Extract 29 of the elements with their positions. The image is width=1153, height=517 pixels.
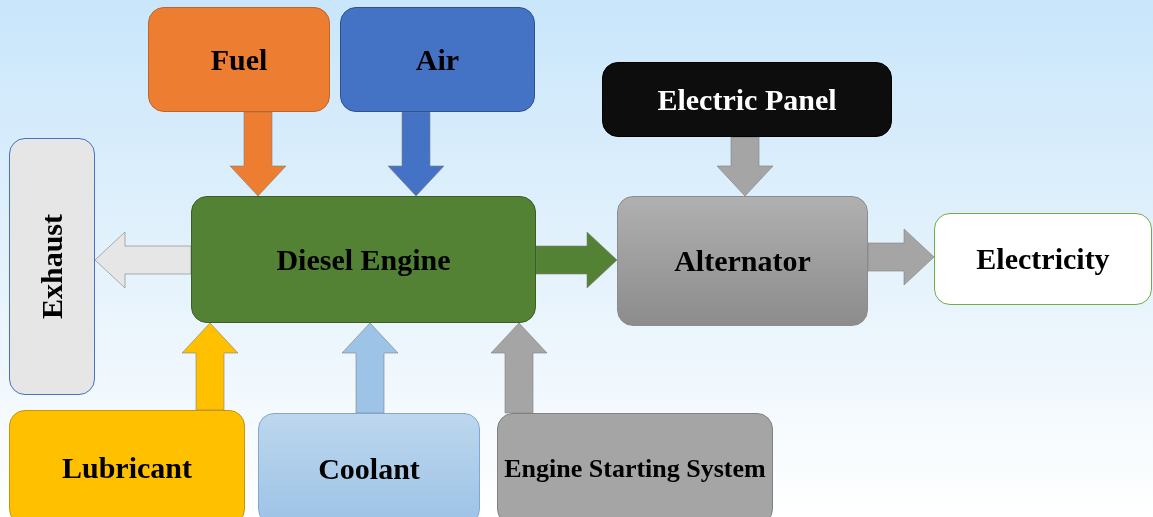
process-box: [148, 7, 330, 112]
block-arrow: [535, 231, 618, 289]
box-label: Electricity: [976, 241, 1110, 278]
block-arrow: [341, 322, 399, 414]
box-label: Fuel: [210, 41, 268, 78]
process-box: [191, 196, 536, 323]
box-label: Lubricant: [62, 449, 192, 486]
process-box: [602, 62, 892, 137]
box-label: Engine Starting System: [504, 452, 766, 485]
box-label: Electric Panel: [657, 81, 837, 118]
process-box: [340, 7, 535, 112]
block-arrow: [94, 231, 192, 289]
block-arrow: [867, 228, 935, 286]
box-label: Coolant: [318, 451, 420, 488]
box-label: Alternator: [674, 243, 811, 280]
process-box: [9, 410, 245, 517]
block-arrow: [387, 111, 445, 197]
process-box: [617, 196, 868, 326]
process-box: [497, 413, 773, 517]
block-arrow: [716, 136, 774, 197]
box-label: Exhaust: [34, 213, 70, 319]
box-label: Diesel Engine: [276, 241, 451, 278]
block-arrow: [229, 111, 287, 197]
block-arrow: [181, 322, 239, 411]
process-box: [934, 213, 1152, 305]
process-box: [258, 413, 480, 517]
block-arrow: [490, 322, 548, 414]
process-box: [9, 138, 95, 395]
box-label: Air: [415, 41, 460, 78]
